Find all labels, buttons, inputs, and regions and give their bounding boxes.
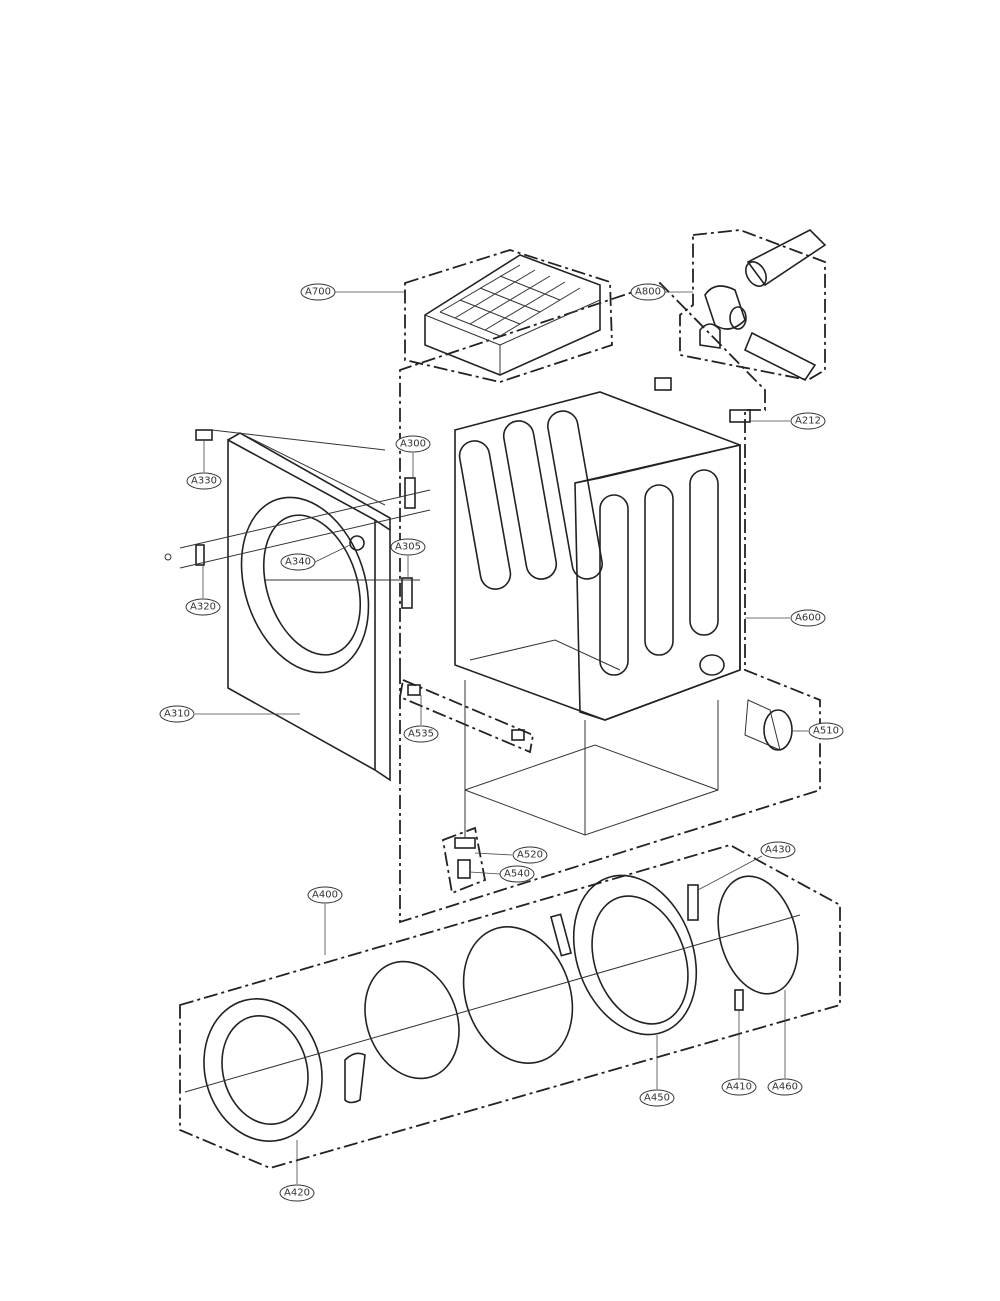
label-text: A800	[635, 287, 661, 298]
label-text: A430	[765, 845, 791, 856]
label-a340: A340	[280, 553, 316, 571]
base-outline	[464, 680, 719, 836]
hinge-a305	[401, 577, 413, 609]
label-a330: A330	[186, 472, 222, 490]
label-a310: A310	[159, 705, 195, 723]
bracket-a330	[195, 429, 213, 441]
group-box-a800	[679, 229, 826, 381]
label-text: A300	[400, 439, 426, 450]
label-text: A460	[772, 1082, 798, 1093]
label-text: A410	[726, 1082, 752, 1093]
group-box-a520	[441, 826, 487, 895]
label-a305: A305	[390, 538, 426, 556]
group-box-a700	[404, 249, 613, 383]
label-a520: A520	[512, 846, 548, 864]
label-a510: A510	[808, 722, 844, 740]
label-text: A700	[305, 287, 331, 298]
label-text: A600	[795, 613, 821, 624]
label-text: A340	[285, 557, 311, 568]
label-a460: A460	[767, 1078, 803, 1096]
drying-rack	[424, 254, 601, 376]
group-box-a535	[398, 678, 535, 754]
bracket-a535-right	[511, 729, 525, 741]
bracket-top	[654, 377, 672, 391]
label-text: A450	[644, 1093, 670, 1104]
label-a212: A212	[790, 412, 826, 430]
vent-pipe	[744, 699, 793, 751]
label-text: A540	[504, 869, 530, 880]
hinge-a300	[404, 477, 416, 509]
cabinet	[454, 391, 741, 721]
label-text: A400	[312, 890, 338, 901]
label-a540: A540	[499, 865, 535, 883]
label-a800: A800	[630, 283, 666, 301]
group-box-a400	[179, 844, 841, 1169]
label-text: A420	[284, 1188, 310, 1199]
bracket-a212	[729, 409, 751, 423]
label-a600: A600	[790, 609, 826, 627]
front-panel	[227, 432, 391, 782]
assembly-lines	[179, 429, 431, 581]
label-text: A320	[190, 602, 216, 613]
label-a410: A410	[721, 1078, 757, 1096]
leader-lines	[195, 291, 808, 1184]
latch-a320	[195, 544, 205, 566]
label-a420: A420	[279, 1184, 315, 1202]
bracket-a535-left	[407, 684, 421, 696]
label-a400: A400	[307, 886, 343, 904]
screw-icon	[164, 553, 172, 561]
label-a430: A430	[760, 841, 796, 859]
exhaust-duct	[699, 229, 827, 382]
bracket-a520	[454, 837, 476, 849]
label-text: A520	[517, 850, 543, 861]
label-text: A212	[795, 416, 821, 427]
label-a535: A535	[403, 725, 439, 743]
label-text: A535	[408, 729, 434, 740]
label-a450: A450	[639, 1089, 675, 1107]
label-text: A310	[164, 709, 190, 720]
label-text: A305	[395, 542, 421, 553]
label-a320: A320	[185, 598, 221, 616]
door-assembly	[184, 874, 801, 1142]
label-a700: A700	[300, 283, 336, 301]
label-text: A510	[813, 726, 839, 737]
label-text: A330	[191, 476, 217, 487]
spring-a540	[457, 859, 471, 879]
label-a300: A300	[395, 435, 431, 453]
